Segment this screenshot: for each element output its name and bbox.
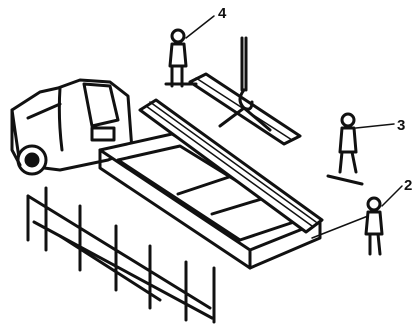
worker-3-figure (328, 114, 362, 184)
worker-4-figure (166, 30, 196, 86)
worker-2-figure (312, 198, 382, 254)
callout-number-2: 2 (404, 178, 412, 193)
callout-number-3: 3 (397, 118, 405, 133)
callout-number-4: 4 (218, 6, 226, 21)
